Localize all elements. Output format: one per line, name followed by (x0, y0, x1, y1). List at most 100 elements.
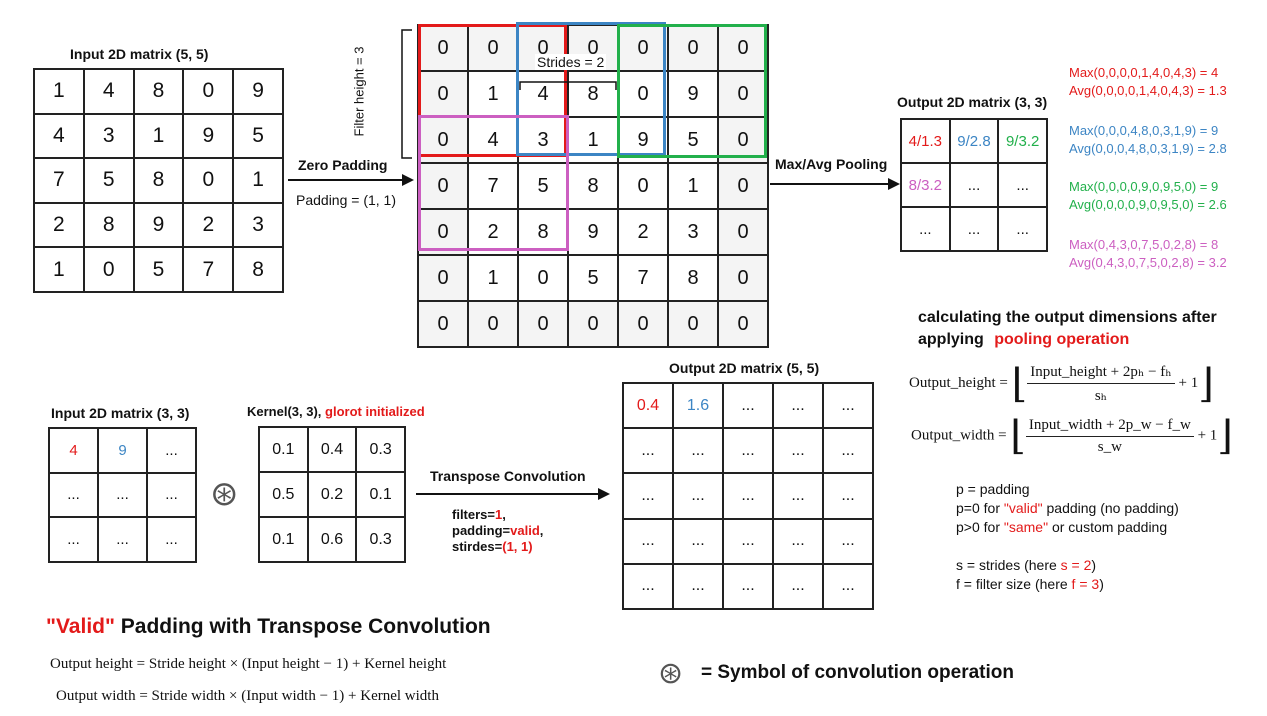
width-lhs: Output_width = (911, 427, 1007, 444)
note-f: f = filter size (here f = 3) (956, 576, 1104, 592)
kernel-cell: 0.1 (259, 517, 308, 562)
kernel-cell: 0.5 (259, 472, 308, 517)
kernel-title: Kernel(3, 3), glorot initialized (247, 404, 425, 419)
padded-cell: 0 (718, 255, 768, 301)
pool-output-cell: 9/2.8 (949, 119, 999, 163)
pool-avg-text: Avg(0,4,3,0,7,5,0,2,8) = 3.2 (1069, 255, 1227, 270)
transpose-output-title: Output 2D matrix (5, 5) (669, 360, 820, 376)
transpose-output-cell: ... (773, 473, 823, 519)
dims-heading-highlight: pooling operation (994, 331, 1130, 348)
height-numerator: Input_height + 2pₕ − fₕ (1027, 362, 1175, 384)
note-s: s = strides (here s = 2) (956, 557, 1097, 573)
transpose-conv-label: Transpose Convolution (430, 468, 586, 484)
transpose-input-cell: ... (147, 428, 196, 473)
matrix-cell: 8 (83, 202, 134, 248)
pool-avg-text: Avg(0,0,0,0,1,4,0,4,3) = 1.3 (1069, 83, 1227, 98)
zero-padding-label: Zero Padding (298, 157, 388, 173)
pool-output-cell: ... (901, 207, 950, 251)
transpose-input-cell: 4 (49, 428, 98, 473)
transpose-output-cell: ... (823, 518, 873, 564)
padded-cell: 0 (418, 71, 468, 117)
pool-output-cell: 9/3.2 (998, 119, 1047, 163)
transpose-input-cell: ... (147, 472, 196, 518)
legend-text: = Symbol of convolution operation (701, 662, 1014, 683)
transpose-output-cell: ... (623, 428, 673, 474)
transpose-output-cell: ... (773, 518, 823, 564)
transpose-output-cell: ... (823, 563, 873, 609)
dims-heading-line1: calculating the output dimensions after (918, 309, 1217, 326)
transpose-output-cell: ... (673, 563, 723, 609)
kernel-cell: 0.2 (307, 472, 357, 517)
matrix-cell: 2 (183, 202, 234, 248)
transpose-input-cell: 9 (98, 428, 147, 473)
transpose-input-title: Input 2D matrix (3, 3) (51, 405, 190, 421)
window-red (418, 24, 567, 157)
kernel-cell: 0.4 (307, 427, 357, 472)
matrix-cell: 5 (233, 113, 283, 159)
padded-cell: 0 (418, 301, 468, 347)
padded-cell: 0 (668, 301, 718, 347)
pool-output-cell: 8/3.2 (901, 163, 950, 207)
dims-heading-line2: applying pooling operation (918, 331, 1129, 349)
matrix-cell: 3 (233, 202, 283, 248)
padding-value-label: Padding = (1, 1) (296, 192, 397, 208)
padded-cell: 0 (418, 255, 468, 301)
transpose-output-cell: ... (723, 383, 773, 429)
pool-avg-text: Avg(0,0,0,0,9,0,9,5,0) = 2.6 (1069, 197, 1227, 212)
matrix-cell: 9 (233, 69, 283, 114)
window-green (617, 24, 767, 158)
pool-output-cell: ... (949, 207, 999, 251)
matrix-cell: 9 (183, 113, 234, 159)
transpose-params: filters=1, padding=valid, stirdes=(1, 1) (452, 507, 543, 555)
output-height-formula: Output_height = ⌊Input_height + 2pₕ − fₕ… (909, 360, 1214, 406)
valid-height-formula: Output height = Stride height × (Input h… (50, 656, 447, 672)
pool-output-cell: 4/1.3 (901, 119, 950, 163)
pool-output-cell: ... (998, 207, 1047, 251)
padded-cell: 0 (568, 301, 618, 347)
strides-bracket (519, 81, 617, 90)
transpose-output-cell: ... (773, 383, 823, 429)
padded-cell: 1 (668, 163, 718, 209)
matrix-cell: 7 (183, 247, 234, 292)
kernel-cell: 0.1 (356, 472, 405, 517)
matrix-cell: 5 (83, 158, 134, 203)
padded-cell: 9 (668, 71, 718, 117)
kernel-cell: 0.3 (356, 517, 405, 562)
transpose-output-cell: ... (623, 473, 673, 519)
matrix-cell: 0 (183, 69, 234, 114)
padded-cell: 0 (718, 163, 768, 209)
matrix-cell: 1 (133, 113, 184, 159)
padded-cell: 0 (518, 301, 568, 347)
pool-output-cell: ... (949, 163, 999, 207)
padded-cell: 5 (668, 117, 718, 163)
padded-cell: 0 (468, 301, 518, 347)
height-denominator: sₕ (1094, 388, 1108, 404)
convolution-symbol: ⊛ (210, 475, 239, 513)
matrix-cell: 7 (34, 158, 84, 203)
height-lhs: Output_height = (909, 375, 1008, 391)
dims-notes: p = padding p=0 for "valid" padding (no … (956, 480, 1179, 594)
note-p: p = padding (956, 481, 1030, 497)
valid-width-formula: Output width = Stride width × (Input wid… (56, 688, 439, 704)
padded-cell: 0 (718, 209, 768, 255)
padded-cell: 3 (668, 209, 718, 255)
param-filters: filters=1, (452, 507, 506, 522)
matrix-cell: 8 (133, 158, 184, 203)
padded-cell: 0 (468, 25, 518, 71)
transpose-output-cell: ... (823, 428, 873, 474)
padded-cell: 0 (718, 25, 768, 71)
kernel-cell: 0.1 (259, 427, 308, 472)
padded-cell: 7 (468, 163, 518, 209)
padded-cell: 5 (568, 255, 618, 301)
padded-cell: 1 (468, 255, 518, 301)
kernel-cell: 0.3 (356, 427, 405, 472)
transpose-output-cell: ... (723, 428, 773, 474)
transpose-output-cell: ... (823, 383, 873, 429)
transpose-input-cell: ... (98, 472, 147, 518)
matrix-cell: 0 (83, 247, 134, 292)
padded-cell: 0 (718, 71, 768, 117)
transpose-input-cell: ... (49, 472, 98, 518)
window-pink (418, 115, 569, 251)
